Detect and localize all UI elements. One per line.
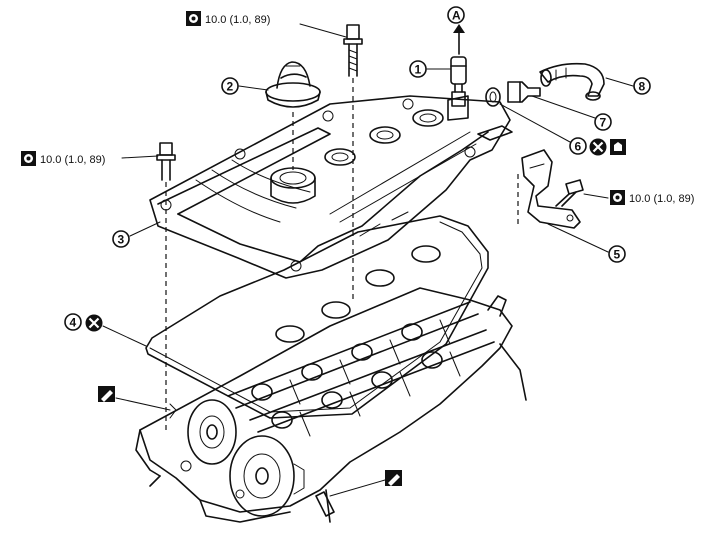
callout-4: 4 — [64, 313, 147, 347]
svg-text:7: 7 — [600, 116, 607, 130]
torque-spec-top: 10.0 (1.0, 89) — [186, 11, 270, 26]
harness-bracket — [521, 149, 581, 229]
callout-5: 5 — [547, 223, 626, 263]
cylinder-head — [135, 287, 527, 523]
svg-text:A: A — [452, 9, 461, 23]
camshaft-sprockets — [187, 399, 305, 517]
flow-direction-a: A — [447, 6, 465, 55]
torque-value-left: 10.0 (1.0, 89) — [40, 154, 105, 166]
blow-by-hose — [539, 62, 605, 101]
svg-text:1: 1 — [415, 63, 422, 77]
svg-text:3: 3 — [118, 233, 125, 247]
svg-text:8: 8 — [639, 80, 646, 94]
sealant-point-lower — [315, 470, 402, 517]
callout-2: 2 — [221, 77, 269, 95]
torque-value-top: 10.0 (1.0, 89) — [205, 14, 270, 26]
sealant-point-upper — [98, 386, 177, 419]
callout-6: 6 — [499, 103, 626, 156]
callout-7: 7 — [531, 95, 612, 131]
svg-text:5: 5 — [614, 248, 621, 262]
camshafts — [227, 301, 495, 433]
cover-bolt-left — [156, 142, 176, 181]
camshaft-bearing-caps — [289, 319, 461, 437]
do-not-reuse-icon — [589, 138, 607, 156]
torque-spec-right: 10.0 (1.0, 89) — [610, 190, 694, 205]
apply-sealant-icon — [98, 386, 115, 402]
spark-plug-holes — [324, 109, 444, 166]
bracket-bolt — [555, 179, 584, 207]
torque-wrench-icon — [610, 190, 625, 205]
svg-text:4: 4 — [70, 316, 77, 330]
torque-spec-left: 10.0 (1.0, 89) — [21, 151, 105, 166]
svg-text:2: 2 — [227, 80, 234, 94]
spark-plug-ring-gaskets — [275, 245, 441, 343]
connector-pipe — [507, 81, 541, 103]
callout-8: 8 — [605, 77, 651, 95]
svg-text:6: 6 — [575, 140, 582, 154]
torque-value-right: 10.0 (1.0, 89) — [629, 193, 694, 205]
apply-sealant-icon — [385, 470, 402, 486]
do-not-reuse-icon — [85, 314, 103, 332]
callout-1: 1 — [409, 60, 451, 78]
rocker-cover — [149, 95, 513, 279]
callout-3: 3 — [112, 221, 161, 248]
torque-wrench-icon — [186, 11, 201, 26]
oil-filler-cap — [265, 61, 321, 108]
o-ring — [485, 87, 501, 107]
apply-oil-icon — [610, 139, 626, 155]
cover-bolt-top — [343, 24, 363, 77]
torque-wrench-icon — [21, 151, 36, 166]
